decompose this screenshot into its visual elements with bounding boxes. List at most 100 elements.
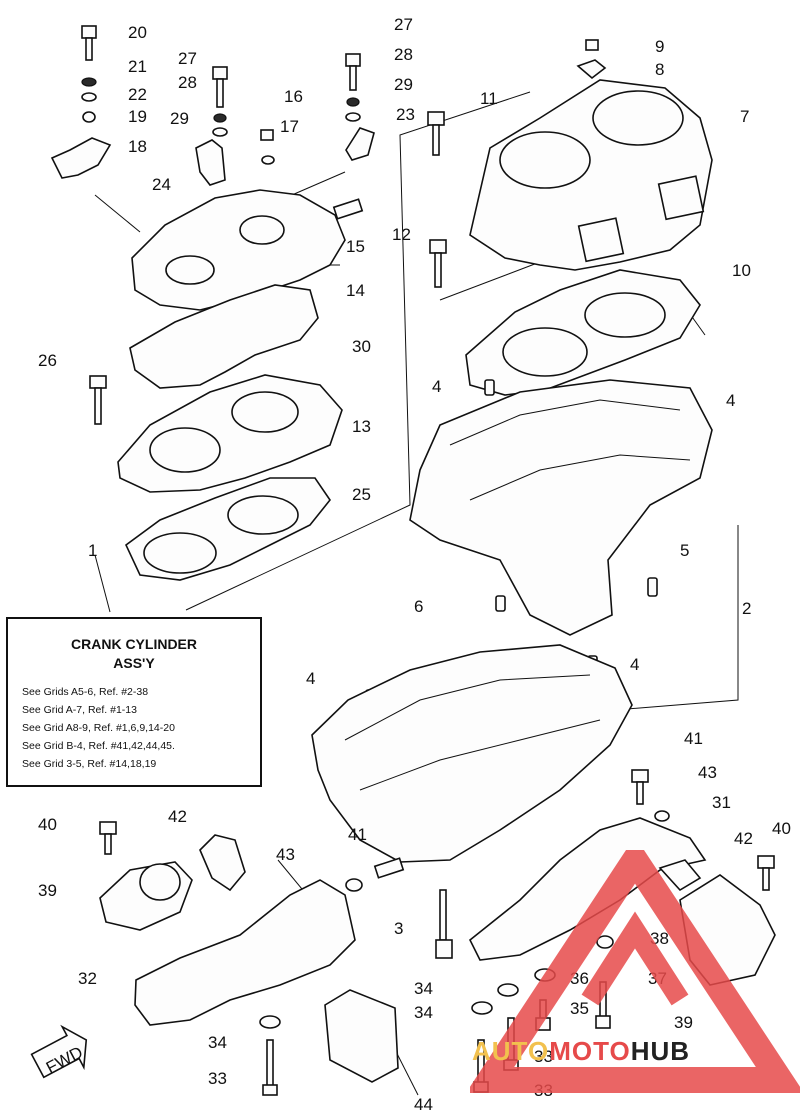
callout-4c: 4 — [630, 655, 639, 674]
callout-8: 8 — [655, 60, 664, 79]
assembly-info-box: CRANK CYLINDER ASS'Y See Grids A5-6, Ref… — [6, 617, 262, 787]
bolt-41-left — [373, 857, 405, 879]
callout-3: 3 — [394, 919, 403, 938]
bore-right — [592, 90, 684, 146]
chamber-right — [231, 391, 299, 433]
callout-39a: 39 — [38, 881, 57, 900]
callout-12: 12 — [392, 225, 411, 244]
callout-20: 20 — [128, 23, 147, 42]
gasket-25-hole-right — [227, 495, 299, 535]
crankcase-lower — [311, 644, 633, 863]
callout-29b: 29 — [394, 75, 413, 94]
callout-4d: 4 — [306, 669, 315, 688]
callout-43a: 43 — [276, 845, 295, 864]
mount-plate-32 — [134, 879, 356, 1026]
watermark-auto: AUTO — [472, 1036, 550, 1066]
callout-44: 44 — [414, 1095, 433, 1114]
info-line: See Grid A-7, Ref. #1-13 — [22, 704, 137, 716]
clamp-24 — [195, 139, 226, 186]
callout-34a: 34 — [414, 979, 433, 998]
bolt-3 — [435, 889, 453, 959]
washer-22 — [81, 92, 97, 102]
head-port-2 — [165, 255, 215, 285]
crankcase-upper — [409, 379, 713, 636]
bolt-12 — [429, 239, 447, 288]
callout-29a: 29 — [170, 109, 189, 128]
clip-42-right — [658, 859, 702, 892]
callout-9: 9 — [655, 37, 664, 56]
callout-41a: 41 — [348, 825, 367, 844]
dowel-4-a — [484, 379, 495, 396]
callout-14: 14 — [346, 281, 365, 300]
callout-28b: 28 — [394, 45, 413, 64]
head-cover-30 — [129, 284, 319, 389]
chamber-left — [149, 427, 221, 473]
watermark-hub: HUB — [630, 1036, 691, 1066]
crankcase-lower-detail — [344, 674, 601, 791]
callout-25: 25 — [352, 485, 371, 504]
dowel-5 — [647, 577, 658, 597]
info-title-line-2: ASS'Y — [113, 655, 155, 671]
callout-21: 21 — [128, 57, 147, 76]
base-gasket-hole-right — [584, 292, 666, 338]
screw-9 — [585, 39, 599, 51]
block-44 — [324, 989, 399, 1083]
info-box-references: See Grids A5-6, Ref. #2-38 See Grid A-7,… — [22, 683, 260, 773]
callout-4a: 4 — [432, 377, 441, 396]
bolt-33-a — [262, 1039, 278, 1096]
gasket-25-hole-left — [143, 532, 217, 574]
exhaust-port-right — [657, 175, 705, 221]
bolt-26 — [89, 375, 107, 425]
callout-16: 16 — [284, 87, 303, 106]
callout-18: 18 — [128, 137, 147, 156]
cylinder-head-14 — [131, 189, 346, 311]
base-gasket-hole-left — [502, 327, 588, 377]
head-gasket-13 — [117, 374, 343, 493]
fwd-arrow-icon — [30, 1024, 88, 1079]
clip-42-left — [199, 834, 246, 892]
mount-rubber-left — [139, 863, 181, 901]
info-line: See Grid A8-9, Ref. #1,6,9,14-20 — [22, 722, 175, 734]
callout-7: 7 — [740, 107, 749, 126]
callout-2: 2 — [742, 599, 751, 618]
washer-29-left — [212, 127, 228, 137]
callout-41b: 41 — [684, 729, 703, 748]
callout-22: 22 — [128, 85, 147, 104]
washer-17 — [261, 155, 275, 165]
clip-8 — [576, 59, 607, 80]
callout-42b: 42 — [734, 829, 753, 848]
bolt-11 — [427, 111, 445, 156]
washer-34-c — [259, 1015, 281, 1029]
watermark-moto: MOTO — [549, 1036, 631, 1066]
washer-28-right — [346, 97, 360, 107]
callout-40b: 40 — [772, 819, 791, 838]
info-title-line-1: CRANK CYLINDER — [71, 636, 197, 652]
callout-28a: 28 — [178, 73, 197, 92]
callout-4b: 4 — [726, 391, 735, 410]
info-line: See Grid 3-5, Ref. #14,18,19 — [22, 758, 157, 770]
callout-32: 32 — [78, 969, 97, 988]
washer-34-a — [497, 983, 519, 997]
bracket-18 — [50, 137, 112, 179]
watermark-text: AUTOMOTOHUB — [472, 1036, 690, 1067]
callout-33b: 33 — [534, 1047, 553, 1066]
callout-15: 15 — [346, 237, 365, 256]
washer-43-left — [345, 878, 363, 892]
callout-1: 1 — [88, 541, 97, 560]
base-gasket-10 — [465, 269, 701, 396]
bore-left — [499, 131, 591, 189]
callout-17: 17 — [280, 117, 299, 136]
leader-lines — [94, 91, 739, 1096]
callout-34b: 34 — [414, 1003, 433, 1022]
callout-11: 11 — [480, 89, 498, 108]
crankcase-upper-detail — [449, 399, 691, 501]
info-line: See Grid B-4, Ref. #41,42,44,45. — [22, 740, 175, 752]
washer-34-b — [471, 1001, 493, 1015]
callout-24: 24 — [152, 175, 171, 194]
callout-43b: 43 — [698, 763, 717, 782]
bolt-40-right — [757, 855, 775, 891]
callout-39b: 39 — [674, 1013, 693, 1032]
automotohub-logo-icon — [470, 850, 800, 1093]
nut-19 — [82, 111, 96, 123]
